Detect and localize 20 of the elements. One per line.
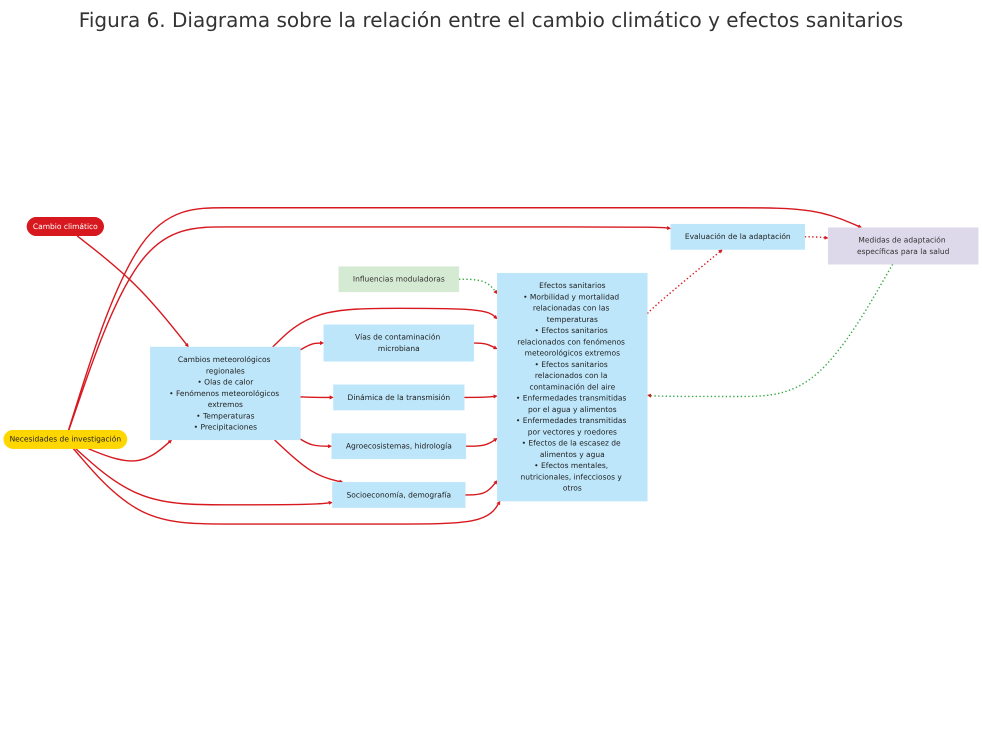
arrow	[465, 480, 498, 496]
arrow	[272, 308, 498, 348]
arrow	[300, 395, 334, 400]
arrow	[75, 448, 333, 506]
arrow	[804, 236, 828, 240]
arrow	[300, 438, 332, 448]
arrow	[300, 341, 324, 351]
arrow	[68, 207, 862, 431]
arrow	[466, 438, 498, 447]
arrow	[274, 439, 344, 484]
arrow	[474, 342, 498, 350]
arrow	[76, 235, 189, 348]
diagram-title: Figura 6. Diagrama sobre la relación entre el cambio climático y efectos sanitarios	[78, 8, 904, 32]
arrow	[464, 394, 498, 399]
arrow	[647, 264, 894, 398]
arrow	[68, 226, 671, 431]
arrow	[646, 249, 723, 314]
arrow	[458, 278, 498, 294]
arrow	[88, 440, 172, 462]
arrow	[72, 448, 500, 525]
